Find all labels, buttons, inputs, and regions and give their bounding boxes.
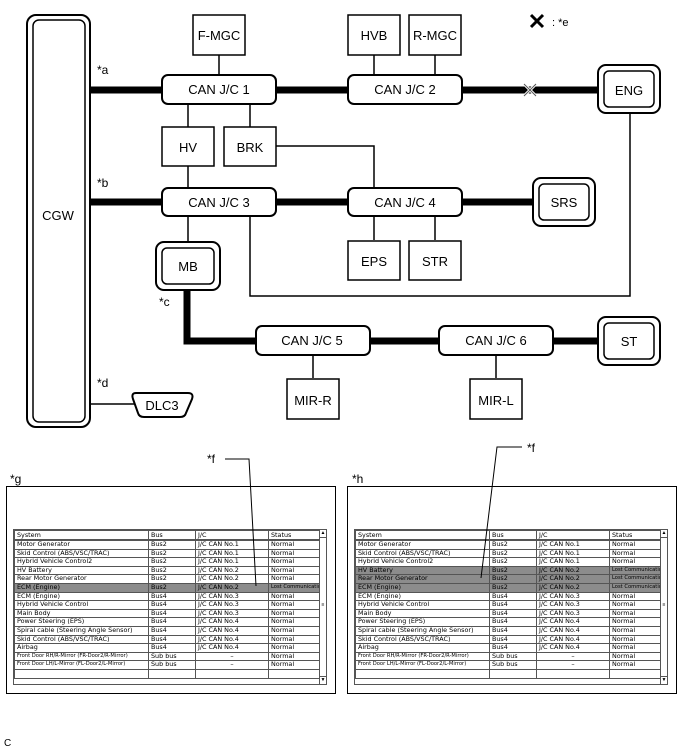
node-canjc4[interactable]: CAN J/C 4 [347, 187, 463, 217]
node-canjc3[interactable]: CAN J/C 3 [161, 187, 277, 217]
node-canjc6-label: CAN J/C 6 [465, 333, 526, 348]
scroll-thumb[interactable]: ≡ [662, 602, 666, 608]
legend-text: : *e [552, 17, 569, 29]
brk-jc4-link [276, 145, 375, 188]
node-str[interactable]: STR [408, 240, 462, 281]
node-brk[interactable]: BRK [223, 126, 277, 167]
scroll-up-icon[interactable]: ▲ [661, 530, 667, 538]
table-row[interactable] [355, 668, 662, 679]
node-canjc3-label: CAN J/C 3 [188, 195, 249, 210]
break-mark-icon [522, 82, 538, 98]
figure-code: C [4, 738, 12, 749]
scroll-down-icon[interactable]: ▼ [320, 676, 326, 683]
node-fmgc-label: F-MGC [198, 28, 241, 43]
node-canjc5[interactable]: CAN J/C 5 [255, 325, 371, 356]
callout-c: *c [159, 295, 170, 309]
table-g-scrollbar[interactable]: ▲ ≡ ▼ [319, 530, 326, 684]
legend: : *e [529, 13, 569, 29]
node-hv-label: HV [179, 140, 197, 155]
table-row[interactable]: Spiral cable (Steering Angle Sensor)Bus4… [14, 625, 321, 636]
callout-d: *d [97, 376, 108, 390]
legend-x-icon [529, 13, 545, 29]
node-canjc2-label: CAN J/C 2 [374, 82, 435, 97]
node-canjc2[interactable]: CAN J/C 2 [347, 74, 463, 105]
node-eng[interactable]: ENG [597, 64, 661, 114]
callout-g: *g [10, 472, 22, 486]
callout-b: *b [97, 176, 109, 190]
node-st[interactable]: ST [597, 316, 661, 366]
node-fmgc[interactable]: F-MGC [192, 14, 246, 56]
callout-f-right-leader [480, 446, 522, 579]
node-mirl-label: MIR-L [478, 393, 513, 408]
node-eps[interactable]: EPS [347, 240, 401, 281]
bus-c-line [183, 288, 256, 345]
node-mirr[interactable]: MIR-R [286, 378, 340, 420]
node-cgw-label: CGW [42, 208, 75, 223]
node-dlc3-label: DLC3 [145, 398, 178, 413]
node-str-label: STR [422, 254, 448, 269]
jc3-eng-link [249, 113, 631, 297]
node-srs-label: SRS [551, 195, 578, 210]
node-brk-label: BRK [237, 140, 264, 155]
node-hvb[interactable]: HVB [347, 14, 401, 56]
node-canjc1-label: CAN J/C 1 [188, 82, 249, 97]
callout-f-right: *f [527, 441, 536, 455]
node-canjc6[interactable]: CAN J/C 6 [438, 325, 554, 356]
node-hv[interactable]: HV [161, 126, 215, 167]
node-canjc5-label: CAN J/C 5 [281, 333, 342, 348]
node-rmgc-label: R-MGC [413, 28, 457, 43]
node-cgw[interactable]: CGW [26, 14, 91, 428]
table-row[interactable] [14, 668, 321, 679]
scroll-down-icon[interactable]: ▼ [661, 676, 667, 683]
callout-h: *h [352, 472, 364, 486]
node-st-label: ST [621, 334, 638, 349]
node-eng-label: ENG [615, 83, 643, 98]
callout-f-left: *f [207, 452, 216, 466]
node-canjc4-label: CAN J/C 4 [374, 195, 435, 210]
node-rmgc[interactable]: R-MGC [408, 14, 462, 56]
node-mirr-label: MIR-R [294, 393, 332, 408]
scroll-thumb[interactable]: ≡ [321, 602, 325, 608]
node-hvb-label: HVB [361, 28, 388, 43]
scroll-up-icon[interactable]: ▲ [320, 530, 326, 538]
node-mb-label: MB [178, 259, 198, 274]
node-mb[interactable]: MB [155, 241, 221, 291]
node-canjc1[interactable]: CAN J/C 1 [161, 74, 277, 105]
callout-f-left-leader [225, 458, 257, 587]
node-eps-label: EPS [361, 254, 387, 269]
node-mirl[interactable]: MIR-L [469, 378, 523, 420]
node-dlc3[interactable]: DLC3 [131, 392, 194, 418]
callout-a: *a [97, 63, 109, 77]
table-h-scrollbar[interactable]: ▲ ≡ ▼ [660, 530, 667, 684]
node-srs[interactable]: SRS [532, 177, 596, 227]
can-network-diagram: CGW F-MGC HVB R-MGC HV BRK EPS STR MIR-R… [26, 13, 661, 428]
